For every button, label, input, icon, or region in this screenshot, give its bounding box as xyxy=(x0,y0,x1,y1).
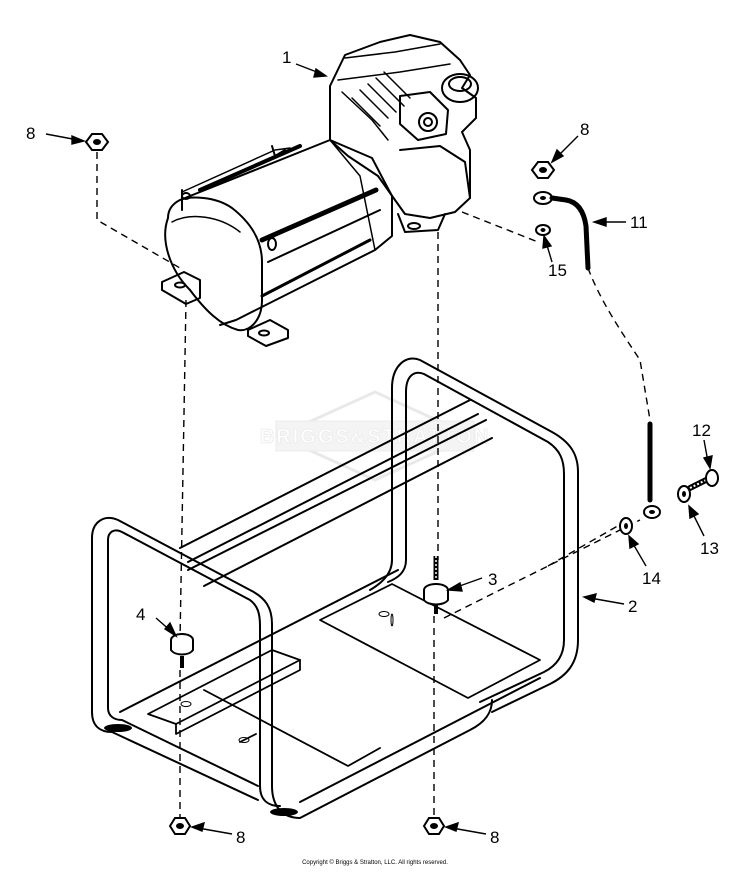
nut-bottom-right xyxy=(422,817,446,835)
vibration-mount-4 xyxy=(170,633,194,668)
callout-8-bottom-right: 8 xyxy=(490,828,499,847)
hardware xyxy=(84,133,719,835)
watermark-text: BRIGGS&STRATTON xyxy=(260,426,490,448)
nut-top-right xyxy=(530,161,556,179)
callout-3: 3 xyxy=(488,570,497,589)
nut-top-left xyxy=(84,133,110,151)
leader-arrows xyxy=(45,63,713,835)
nut-bottom-left xyxy=(168,817,192,835)
callout-12: 12 xyxy=(692,421,711,440)
bolt-12 xyxy=(687,469,719,491)
vibration-mount-3 xyxy=(423,556,449,614)
tube-frame xyxy=(91,357,579,819)
nut-14 xyxy=(619,517,633,535)
callout-15: 15 xyxy=(548,261,567,280)
watermark: BRIGGS&STRATTON xyxy=(259,390,490,482)
ground-wire xyxy=(533,191,661,519)
callout-8-top-left: 8 xyxy=(26,124,35,143)
callout-14: 14 xyxy=(642,569,661,588)
washer-13 xyxy=(677,485,691,503)
washer-15 xyxy=(535,224,551,236)
callout-13: 13 xyxy=(700,539,719,558)
copyright-notice: Copyright © Briggs & Stratton, LLC. All … xyxy=(302,860,448,866)
callout-labels: 1 8 8 11 15 3 4 2 12 13 14 8 8 xyxy=(26,48,719,847)
callout-8-top-right: 8 xyxy=(580,120,589,139)
assembly-lines xyxy=(96,152,651,822)
callout-8-bottom-left: 8 xyxy=(236,828,245,847)
callout-2: 2 xyxy=(628,597,637,616)
callout-4: 4 xyxy=(136,605,145,624)
callout-11: 11 xyxy=(630,213,648,232)
callout-1: 1 xyxy=(282,48,291,67)
generator-assembly xyxy=(161,34,479,347)
